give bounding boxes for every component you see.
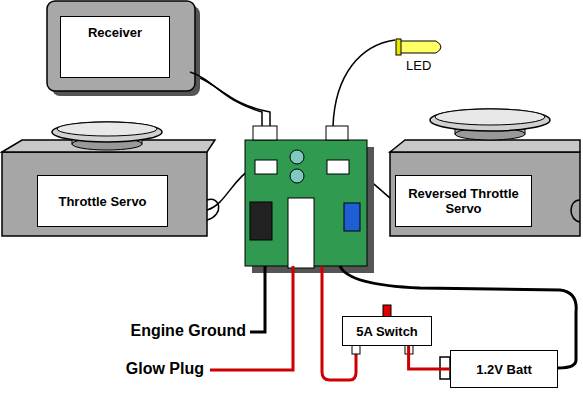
circuit-board <box>250 202 272 240</box>
battery-box: 1.2V Batt <box>450 350 558 388</box>
led-symbol <box>396 39 441 55</box>
circuit-board <box>245 126 374 273</box>
circuit-board <box>344 203 360 231</box>
receiver-body <box>47 1 200 96</box>
circuit-board <box>326 126 348 140</box>
power-wires <box>210 266 293 370</box>
circuit-board <box>253 126 277 140</box>
power-wires <box>250 266 265 332</box>
node-text: 5A Switch <box>356 324 418 339</box>
signal-wires <box>333 40 395 126</box>
throttle-servo-body <box>57 122 157 136</box>
led-symbol <box>398 41 441 53</box>
signal-wires <box>190 72 262 126</box>
reversed-servo-body <box>390 140 580 152</box>
receiver-body <box>47 1 195 91</box>
servo-label: Reversed Throttle Servo <box>395 175 532 227</box>
node-text: Receiver <box>88 25 142 40</box>
servo-label: Throttle Servo <box>37 175 168 227</box>
switch-box: 5A Switch <box>342 316 432 346</box>
receiver-panel: Receiver <box>60 16 170 78</box>
circuit-board <box>288 198 314 268</box>
power-wires <box>210 266 576 380</box>
circuit-board <box>255 160 277 174</box>
led-symbol <box>396 39 401 55</box>
part-label: LED <box>406 58 431 73</box>
reversed-servo-body <box>435 109 545 125</box>
node-text: 1.2V Batt <box>476 362 532 377</box>
switch-parts <box>352 345 360 354</box>
power-wire <box>409 346 450 369</box>
wire-label: Engine Ground <box>130 322 246 340</box>
throttle-servo-body <box>2 122 219 236</box>
node-text: Throttle Servo <box>58 194 146 209</box>
circuit-board <box>290 150 304 164</box>
circuit-board <box>327 160 349 174</box>
circuit-board <box>290 169 304 183</box>
reversed-servo-body <box>571 200 580 222</box>
wire-label: Glow Plug <box>126 360 204 378</box>
reversed-servo-body <box>430 109 550 131</box>
node-text: Reversed Throttle Servo <box>396 186 531 216</box>
reversed-servo-body <box>390 152 580 236</box>
signal-wires <box>200 78 270 126</box>
reversed-servo-body <box>390 109 580 236</box>
throttle-servo-body <box>2 152 207 236</box>
throttle-servo-body <box>52 122 162 142</box>
